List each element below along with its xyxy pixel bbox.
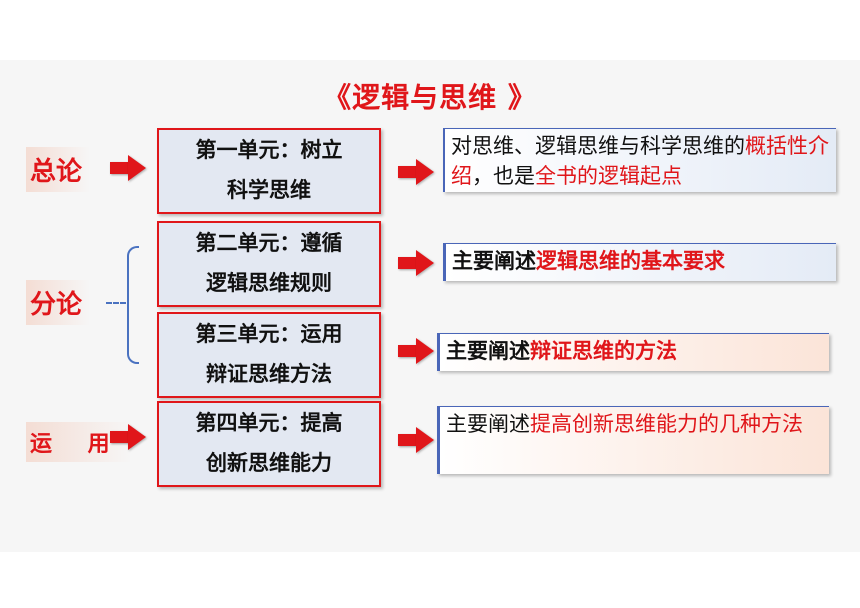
unit-box-1: 第一单元：树立 科学思维 [157,128,381,214]
description-1: 对思维、逻辑思维与科学思维的概括性介绍，也是全书的逻辑起点 [443,128,836,192]
bracket-connector [106,302,126,304]
unit-box-3: 第三单元：运用 辩证思维方法 [157,312,381,398]
description-4: 主要阐述提高创新思维能力的几种方法 [437,406,829,474]
desc-1-highlight: 概括性介绍 [451,134,829,188]
unit-3-line1: 第三单元：运用 [195,322,343,346]
unit-2-line2: 逻辑思维规则 [206,271,332,295]
desc-1-text: 对思维、逻辑思维与科学思维的 [451,134,745,158]
desc-3-text: 主要阐述 [446,339,530,363]
unit-1-line1: 第一单元：树立 [195,138,343,162]
description-2: 主要阐述逻辑思维的基本要求 [443,243,836,281]
desc-4-highlight: 提高创新思维能力的几种方法 [530,412,803,436]
description-3: 主要阐述辩证思维的方法 [437,333,829,371]
unit-3-line2: 辩证思维方法 [206,362,332,386]
desc-1-text2: ，也是 [472,164,535,188]
unit-4-line1: 第四单元：提高 [195,411,343,435]
desc-4-text: 主要阐述 [446,412,530,436]
desc-3-highlight: 辩证思维的方法 [530,339,677,363]
unit-4-line2: 创新思维能力 [206,451,332,475]
unit-box-2: 第二单元：遵循 逻辑思维规则 [157,221,381,307]
unit-2-line1: 第二单元：遵循 [195,231,343,255]
unit-1-line2: 科学思维 [227,178,311,202]
desc-2-highlight: 逻辑思维的基本要求 [536,249,725,273]
desc-2-text: 主要阐述 [452,249,536,273]
desc-1-highlight2: 全书的逻辑起点 [535,164,682,188]
category-sub: 分论 [26,280,91,325]
grouping-bracket [127,246,139,364]
slide-title: 《逻辑与思维 》 [323,81,537,114]
category-general: 总论 [26,147,91,192]
unit-box-4: 第四单元：提高 创新思维能力 [157,401,381,487]
